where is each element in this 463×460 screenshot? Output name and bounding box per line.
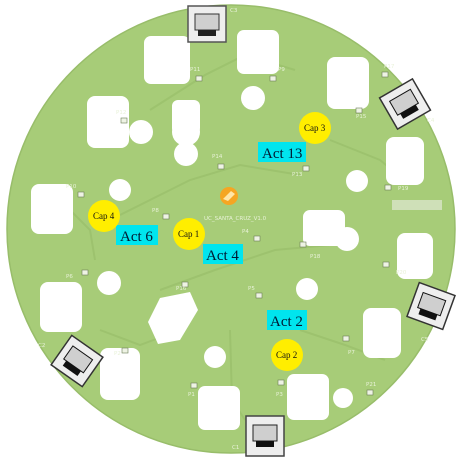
led-label: P16 bbox=[176, 286, 187, 292]
led-label: P21 bbox=[366, 382, 376, 388]
connector-c3 bbox=[187, 5, 227, 43]
led-label: P7 bbox=[348, 350, 355, 356]
svg-text:Cap 3: Cap 3 bbox=[304, 123, 326, 133]
connector-label: C5 bbox=[421, 337, 429, 343]
svg-text:Cap 4: Cap 4 bbox=[93, 211, 115, 221]
svg-text:Cap 1: Cap 1 bbox=[178, 229, 199, 239]
connector-label: C1 bbox=[232, 445, 239, 451]
connector-labels: C2 C3 C4 C5 C1 bbox=[38, 8, 435, 451]
connector-c5 bbox=[406, 281, 456, 331]
led-label: P3 bbox=[276, 392, 283, 398]
led-label: P5 bbox=[248, 286, 255, 292]
led-label: P18 bbox=[310, 254, 321, 260]
cap-marker-1: Cap 1 bbox=[173, 218, 205, 250]
led-label: P10 bbox=[66, 184, 77, 190]
connector-label: C3 bbox=[230, 8, 238, 14]
connector-c2 bbox=[50, 334, 104, 388]
cap-marker-2: Cap 2 bbox=[271, 339, 303, 371]
act-label-4: Act 4 bbox=[203, 244, 243, 264]
led-label: P14 bbox=[212, 154, 223, 160]
led-label: P11 bbox=[190, 67, 200, 73]
svg-text:Act 2: Act 2 bbox=[270, 314, 303, 330]
svg-text:Cap 2: Cap 2 bbox=[276, 350, 297, 360]
connector-label: C4 bbox=[427, 118, 435, 124]
led-label: P20 bbox=[396, 270, 407, 276]
svg-text:Act 13: Act 13 bbox=[262, 146, 302, 162]
board-traces bbox=[59, 53, 411, 421]
board-cutouts bbox=[31, 30, 433, 430]
connector-c1 bbox=[245, 415, 285, 457]
led-label: P1 bbox=[188, 392, 195, 398]
led-label: P15 bbox=[356, 114, 367, 120]
led-label: P8 bbox=[152, 208, 159, 214]
svg-text:Act 6: Act 6 bbox=[120, 229, 153, 245]
led-label: P9 bbox=[278, 67, 285, 73]
led-label: P12 bbox=[116, 110, 126, 116]
led-pads bbox=[77, 71, 392, 396]
led-label: P19 bbox=[398, 186, 409, 192]
led-label: P2 bbox=[114, 351, 121, 357]
cap-marker-3: Cap 3 bbox=[299, 112, 331, 144]
board-logo-mark bbox=[223, 191, 235, 201]
connector-c4 bbox=[378, 77, 432, 131]
connector-label: C2 bbox=[38, 343, 45, 349]
board-title: UC_SANTA_CRUZ_V1.0 bbox=[204, 216, 267, 222]
led-label: P17 bbox=[384, 64, 395, 70]
cap-marker-4: Cap 4 bbox=[88, 200, 120, 232]
svg-text:Act 4: Act 4 bbox=[206, 248, 239, 264]
led-label: P6 bbox=[66, 274, 73, 280]
act-label-2: Act 2 bbox=[267, 310, 307, 330]
act-label-13: Act 13 bbox=[258, 142, 306, 162]
led-labels: P1 P2 P3 P4 P5 P6 P7 P8 P9 P10 P11 P12 P… bbox=[66, 64, 409, 398]
led-label: P4 bbox=[242, 229, 249, 235]
led-label: P13 bbox=[292, 172, 303, 178]
act-label-6: Act 6 bbox=[116, 225, 158, 245]
barcode-block bbox=[392, 200, 442, 210]
